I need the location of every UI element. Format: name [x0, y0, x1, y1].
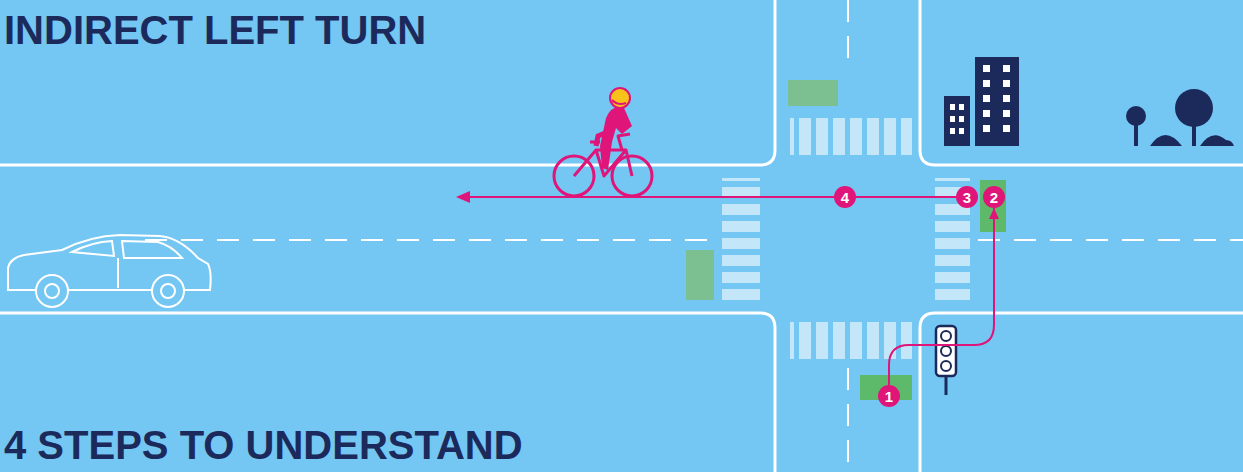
callout-number: 1: [878, 385, 900, 407]
callout-text: 1: [885, 388, 893, 405]
diagram-title: INDIRECT LEFT TURN: [4, 10, 426, 50]
callout-text: 4: [841, 189, 849, 206]
traffic-light: [936, 326, 956, 395]
callout-number: 4: [834, 186, 856, 208]
buildings: [944, 57, 1019, 146]
route-arrow: [856, 197, 956, 198]
trees: [1126, 89, 1234, 146]
car-outline: [8, 235, 211, 307]
callout-number: 3: [956, 186, 978, 208]
lane-dashes: [145, 0, 1243, 472]
callout-number: 2: [983, 186, 1005, 208]
cyclist: [554, 88, 652, 196]
bike-boxes: [686, 80, 1006, 400]
callout-text: 2: [990, 189, 998, 206]
callout-text: 3: [963, 189, 971, 206]
route-arrow: [889, 208, 999, 385]
diagram-caption: 4 STEPS TO UNDERSTAND: [4, 425, 523, 465]
crosswalks: [722, 118, 970, 359]
